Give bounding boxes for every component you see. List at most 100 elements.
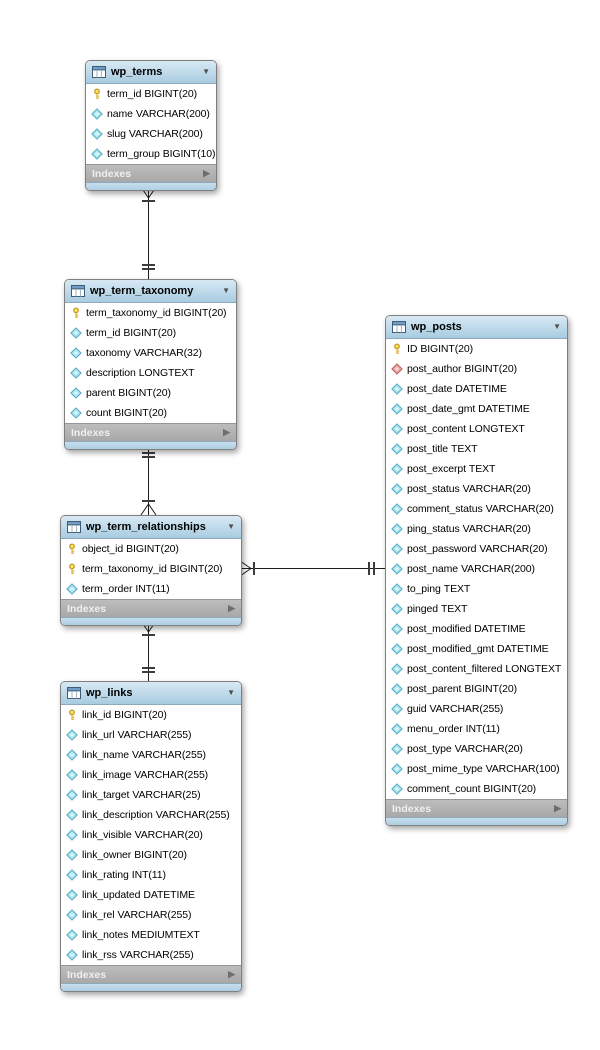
collapse-triangle-icon[interactable]: ▼ [202,67,210,76]
table-header[interactable]: wp_term_taxonomy▼ [65,280,236,303]
indexes-footer[interactable]: Indexes ▶ [386,799,567,817]
relationship-term_taxonomy-term_relationships[interactable] [140,445,157,516]
indexes-footer[interactable]: Indexes▶ [61,599,241,617]
table-header[interactable]: wp_posts ▼ [386,316,567,339]
field-name: post_content [407,423,466,435]
table-bottom-strip [386,817,567,825]
column-icon [391,623,403,635]
column-icon [66,789,78,801]
field-type: VARCHAR(255) [119,949,194,961]
collapse-triangle-icon[interactable]: ▼ [222,286,230,295]
indexes-footer[interactable]: Indexes▶ [65,423,236,441]
table-title: wp_posts [411,321,462,333]
column-icon [70,347,82,359]
field-name: post_author [407,363,462,375]
table-header[interactable]: wp_terms▼ [86,61,216,84]
column-icon [66,809,78,821]
field-name: slug [107,128,126,140]
table-header[interactable]: wp_term_relationships▼ [61,516,241,539]
indexes-label: Indexes [392,802,432,815]
field-name: term_order [82,583,133,595]
field-type: BIGINT(20) [118,387,171,399]
column-icon [391,463,403,475]
indexes-expand-arrow-icon[interactable]: ▶ [223,427,230,437]
relationship-term_relationships-links[interactable] [140,620,157,681]
table-header[interactable]: wp_links▼ [61,682,241,705]
field-name: post_content_filtered [407,663,503,675]
indexes-footer[interactable]: Indexes ▶ [86,164,216,182]
field-type: VARCHAR(20) [485,503,554,515]
collapse-triangle-icon[interactable]: ▼ [553,322,561,331]
relationship-terms-term_taxonomy[interactable] [140,186,157,279]
indexes-expand-arrow-icon[interactable]: ▶ [228,603,235,613]
indexes-footer[interactable]: Indexes▶ [61,965,241,983]
indexes-expand-arrow-icon[interactable]: ▶ [228,969,235,979]
indexes-label: Indexes [92,167,132,180]
indexes-expand-arrow-icon[interactable]: ▶ [203,168,210,178]
field-type: VARCHAR(32) [133,347,202,359]
indexes-expand-arrow-icon[interactable]: ▶ [554,803,561,813]
collapse-triangle-icon[interactable]: ▼ [227,688,235,697]
collapse-triangle-icon[interactable]: ▼ [227,522,235,531]
field-type: VARCHAR(255) [429,703,504,715]
primary-key-icon [391,343,403,355]
relationship-term_relationships-posts[interactable] [239,560,385,577]
field-type: BIGINT(20) [464,683,518,695]
column-icon [391,543,403,555]
